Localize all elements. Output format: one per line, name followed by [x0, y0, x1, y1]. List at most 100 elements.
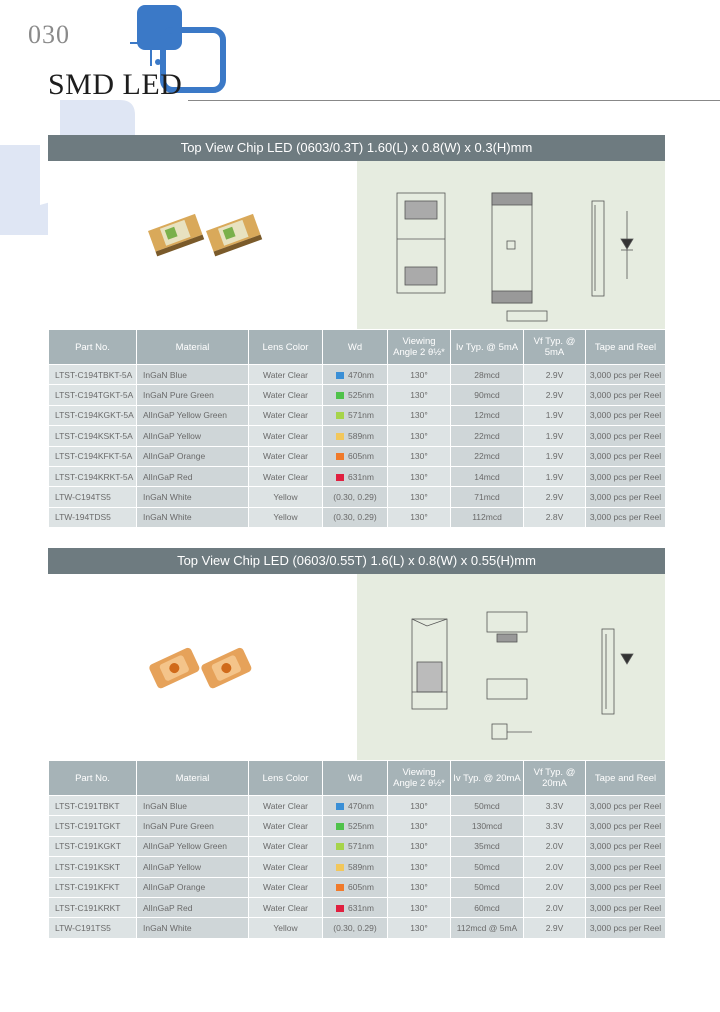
viewing-angle-cell-text: 130° — [410, 390, 428, 401]
material-cell-text: AlInGaP Yellow — [143, 430, 201, 441]
color-swatch — [336, 802, 344, 810]
table-header-row: Part No. Material Lens Color Wd Viewing … — [48, 329, 666, 365]
wavelength-cell: (0.30, 0.29) — [322, 486, 388, 508]
tape-reel-cell: 3,000 pcs per Reel — [585, 917, 666, 939]
viewing-angle-cell: 130° — [387, 856, 451, 878]
lens-color-cell-text: Water Clear — [262, 902, 309, 913]
wavelength-cell-text: (0.30, 0.29) — [333, 492, 377, 503]
iv-cell: 112mcd — [450, 506, 524, 529]
wavelength-cell: 525nm — [322, 384, 388, 406]
material-cell: AlInGaP Yellow — [136, 856, 249, 878]
viewing-angle-cell-text: 130° — [410, 512, 428, 523]
viewing-angle-cell-text: 130° — [410, 861, 428, 872]
part-no-cell-text: LTST-C194KGKT-5A — [55, 410, 134, 421]
tape-reel-cell: 3,000 pcs per Reel — [585, 856, 666, 878]
viewing-angle-cell: 130° — [387, 815, 451, 837]
iv-cell: 90mcd — [450, 384, 524, 406]
viewing-angle-cell-text: 130° — [410, 841, 428, 852]
part-no-cell: LTST-C194KSKT-5A — [48, 425, 137, 447]
tape-reel-cell: 3,000 pcs per Reel — [585, 445, 666, 467]
part-no-cell: LTW-C194TS5 — [48, 486, 137, 508]
lens-color-cell: Yellow — [248, 506, 323, 529]
iv-cell: 14mcd — [450, 465, 524, 488]
part-no-cell-text: LTST-C191TBKT — [55, 800, 120, 811]
block-figure — [48, 574, 665, 760]
vf-cell-text: 1.9V — [545, 471, 564, 482]
part-no-cell-text: LTST-C194KSKT-5A — [55, 430, 133, 441]
material-cell-text: InGaN White — [143, 512, 192, 523]
spec-table-2: Part No. Material Lens Color Wd Viewing … — [48, 760, 666, 939]
dimension-drawing — [357, 574, 665, 760]
title-rule — [188, 100, 720, 101]
vf-cell-text: 3.3V — [545, 821, 564, 832]
tape-reel-cell-text: 3,000 pcs per Reel — [589, 492, 662, 503]
lens-color-cell: Water Clear — [248, 815, 323, 837]
vf-cell: 2.9V — [523, 917, 586, 939]
lens-color-cell: Water Clear — [248, 856, 323, 878]
iv-cell-text: 50mcd — [474, 800, 500, 811]
material-cell-text: InGaN Pure Green — [143, 821, 214, 832]
lens-color-cell: Water Clear — [248, 404, 323, 427]
vf-cell-text: 2.8V — [545, 512, 564, 523]
iv-cell-text: 35mcd — [474, 841, 500, 852]
color-swatch — [336, 863, 344, 871]
part-no-cell-text: LTST-C194TBKT-5A — [55, 369, 133, 380]
lens-color-cell: Yellow — [248, 917, 323, 939]
col-iv: Iv Typ. @ 20mA — [450, 760, 524, 796]
iv-cell: 50mcd — [450, 856, 524, 878]
material-cell: InGaN White — [136, 917, 249, 939]
viewing-angle-cell-text: 130° — [410, 471, 428, 482]
wavelength-cell: 605nm — [322, 876, 388, 898]
lens-color-cell: Water Clear — [248, 363, 323, 386]
vf-cell: 3.3V — [523, 815, 586, 837]
material-cell: AlInGaP Yellow — [136, 425, 249, 447]
part-no-cell: LTW-C191TS5 — [48, 917, 137, 939]
vf-cell-text: 2.0V — [545, 841, 564, 852]
col-viewing-angle: Viewing Angle 2 θ½* — [387, 329, 451, 365]
wavelength-cell: 571nm — [322, 404, 388, 427]
vf-cell-text: 1.9V — [545, 430, 564, 441]
tape-reel-cell-text: 3,000 pcs per Reel — [589, 902, 662, 913]
iv-cell-text: 12mcd — [474, 410, 500, 421]
material-cell: InGaN Pure Green — [136, 384, 249, 406]
col-vf: Vf Typ. @ 5mA — [523, 329, 586, 365]
lens-color-cell: Water Clear — [248, 896, 323, 919]
lens-color-cell: Water Clear — [248, 876, 323, 898]
material-cell: InGaN Blue — [136, 363, 249, 386]
wavelength-cell: 631nm — [322, 465, 388, 488]
tape-reel-cell: 3,000 pcs per Reel — [585, 384, 666, 406]
material-cell: AlInGaP Yellow Green — [136, 404, 249, 427]
tape-reel-cell: 3,000 pcs per Reel — [585, 815, 666, 837]
vf-cell-text: 2.9V — [545, 923, 564, 934]
tape-reel-cell-text: 3,000 pcs per Reel — [589, 923, 662, 934]
part-no-cell-text: LTST-C194KFKT-5A — [55, 451, 133, 462]
lens-color-cell-text: Water Clear — [262, 390, 309, 401]
lens-color-cell-text: Water Clear — [262, 410, 309, 421]
material-cell-text: InGaN Pure Green — [143, 390, 214, 401]
part-no-cell-text: LTST-C191TGKT — [55, 821, 121, 832]
spec-table-1: Part No. Material Lens Color Wd Viewing … — [48, 329, 666, 529]
vf-cell-text: 2.0V — [545, 882, 564, 893]
viewing-angle-cell-text: 130° — [410, 492, 428, 503]
lens-color-cell-text: Yellow — [273, 492, 298, 503]
wavelength-cell: 571nm — [322, 835, 388, 858]
color-swatch — [336, 371, 344, 379]
lens-color-cell-text: Water Clear — [262, 471, 309, 482]
wavelength-cell-text: 571nm — [348, 410, 374, 421]
tape-reel-cell-text: 3,000 pcs per Reel — [589, 841, 662, 852]
vf-cell: 2.0V — [523, 876, 586, 898]
color-swatch — [336, 473, 344, 481]
tape-reel-cell: 3,000 pcs per Reel — [585, 835, 666, 858]
iv-cell: 35mcd — [450, 835, 524, 858]
wavelength-cell-text: 525nm — [348, 821, 374, 832]
viewing-angle-cell-text: 130° — [410, 882, 428, 893]
iv-cell: 28mcd — [450, 363, 524, 386]
part-no-cell-text: LTST-C191KRKT — [55, 902, 121, 913]
iv-cell: 60mcd — [450, 896, 524, 919]
tape-reel-cell-text: 3,000 pcs per Reel — [589, 430, 662, 441]
iv-cell-text: 112mcd @ 5mA — [456, 923, 518, 934]
